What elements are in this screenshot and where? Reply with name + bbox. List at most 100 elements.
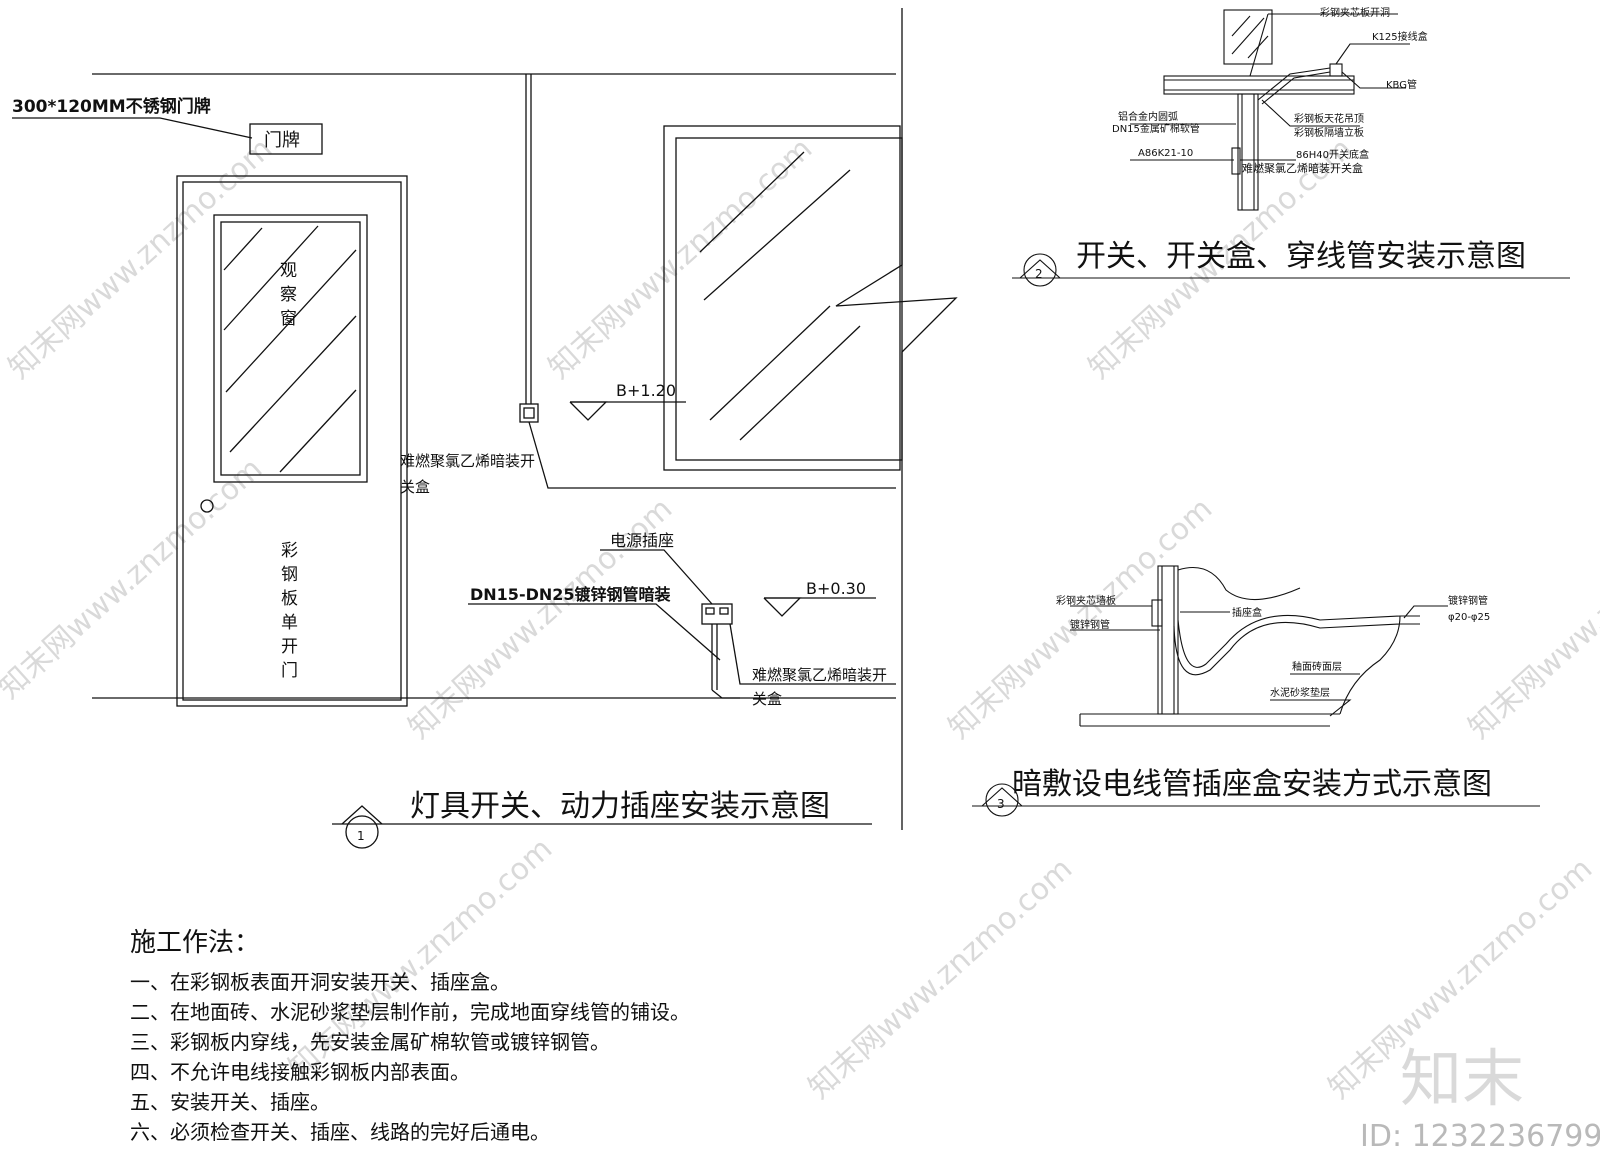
label-galv-1: 镀锌钢管 xyxy=(1448,594,1488,607)
number-circle xyxy=(345,815,379,849)
window-text: 观 察 窗 xyxy=(280,261,302,329)
door-char: 开 xyxy=(281,637,298,657)
leader xyxy=(1249,13,1269,77)
figure-1-title: 灯具开关、动力插座安装示意图 xyxy=(410,789,830,824)
label-a86: A86K21-10 xyxy=(1138,148,1193,159)
label-al-1: 铝合金内圆弧 xyxy=(1118,110,1178,123)
figure-3-title: 暗敷设电线管插座盒安装方式示意图 xyxy=(1012,767,1492,802)
label-hole: 彩钢夹芯板开洞 xyxy=(1320,6,1390,19)
construction-notes: 施工作法： 一、在彩钢板表面开洞安装开关、插座盒。 二、在地面砖、水泥砂浆垫层制… xyxy=(130,922,690,1147)
window-char: 观 xyxy=(280,261,297,281)
glass-hatch xyxy=(225,249,357,393)
label-k125: K125接线盒 xyxy=(1372,30,1428,43)
number-triangle xyxy=(341,805,383,825)
socket-box-leader xyxy=(729,623,896,685)
note-item: 二、在地面砖、水泥砂浆垫层制作前，完成地面穿线管的铺设。 xyxy=(130,1000,690,1024)
socket-hole xyxy=(719,607,729,615)
watermark-text: 知末网www.znzmo.com xyxy=(0,451,269,706)
plate-text: 门牌 xyxy=(264,130,300,151)
label-86h40: 86H40开关底盒 xyxy=(1296,148,1369,161)
door-text: 彩 钢 板 单 开 门 xyxy=(281,541,303,681)
figure-2-title: 开关、开关盒、穿线管安装示意图 xyxy=(1076,239,1526,274)
elevation-marker xyxy=(569,401,608,421)
door-frame-outer xyxy=(176,175,408,707)
brand-stamp: 知末 ID: 1232236799 xyxy=(1360,1042,1600,1154)
figure-2-number: 2 xyxy=(1035,267,1043,281)
label-kbg: KBG管 xyxy=(1386,78,1417,91)
socket-box-label-1: 难燃聚氯乙烯暗装开 xyxy=(752,666,887,684)
leader xyxy=(1335,43,1410,65)
leader xyxy=(1403,605,1448,619)
note-item: 四、不允许电线接触彩钢板内部表面。 xyxy=(130,1060,470,1084)
note-item: 一、在彩钢板表面开洞安装开关、插座盒。 xyxy=(130,970,510,994)
glass-hatch xyxy=(223,227,263,271)
floor-conduit xyxy=(1173,621,1401,676)
leader xyxy=(1261,99,1360,127)
wall-glass-hatch xyxy=(703,169,851,301)
glass-hatch xyxy=(223,225,319,331)
switch-elevation: B+1.20 xyxy=(616,381,676,400)
kbg-conduit xyxy=(1257,67,1331,101)
switch-plate xyxy=(523,407,535,419)
switch-box-label-2: 关盒 xyxy=(400,478,430,496)
hatch xyxy=(1231,17,1265,55)
wall-glass-hatch xyxy=(739,325,861,441)
floor-break-curve xyxy=(1339,615,1401,715)
door-knob xyxy=(200,499,214,513)
socket-conduit-bend xyxy=(711,689,740,699)
figure-2 xyxy=(1012,9,1570,287)
switch-box xyxy=(519,403,539,423)
break-curve xyxy=(1177,566,1301,601)
number-circle xyxy=(985,783,1019,817)
switch-box-label-1: 难燃聚氯乙烯暗装开 xyxy=(400,452,535,470)
glass-hatch xyxy=(279,389,357,473)
junction-box xyxy=(1329,63,1343,77)
pipe-leader xyxy=(468,603,721,661)
socket-box-label-2: 关盒 xyxy=(752,690,782,708)
door-char: 彩 xyxy=(281,541,298,561)
label-mortar: 水泥砂浆垫层 xyxy=(1270,686,1330,699)
label-tile: 釉面砖面层 xyxy=(1292,660,1342,673)
leader xyxy=(1341,71,1406,89)
wall-glass-hatch xyxy=(699,151,805,253)
label-pipe: 镀锌钢管 xyxy=(1070,618,1110,631)
socket-box xyxy=(1151,599,1163,627)
label-socket: 插座盒 xyxy=(1232,606,1262,619)
switch-box xyxy=(1231,147,1241,175)
note-item: 六、必须检查开关、插座、线路的完好后通电。 xyxy=(130,1120,550,1144)
label-pvc: 难燃聚氯乙烯暗装开关盒 xyxy=(1242,161,1363,175)
door-char: 板 xyxy=(281,589,298,609)
window-char: 察 xyxy=(280,285,297,305)
number-triangle xyxy=(981,787,1023,807)
socket-label: 电源插座 xyxy=(610,531,674,550)
door-frame-inner xyxy=(182,181,402,701)
number-triangle xyxy=(1019,259,1061,279)
door-plate xyxy=(249,123,323,155)
socket-leader xyxy=(600,549,713,605)
image-id: ID: 1232236799 xyxy=(1360,1119,1600,1154)
label-galv-2: φ20-φ25 xyxy=(1448,612,1490,623)
figure-2-text: 彩钢夹芯板开洞 K125接线盒 KBG管 铝合金内圆弧 DN15金属矿棉软管 彩… xyxy=(1035,6,1526,281)
watermark-text: 知末网www.znzmo.com xyxy=(542,131,819,386)
floor-conduit xyxy=(1177,614,1401,668)
watermark-text: 知末网www.znzmo.com xyxy=(802,851,1079,1106)
door-char: 单 xyxy=(281,613,298,633)
number-circle xyxy=(1023,253,1057,287)
label-al-2: DN15金属矿棉软管 xyxy=(1112,122,1200,135)
door-window-inner xyxy=(220,221,361,476)
figure-3-number: 3 xyxy=(997,797,1005,811)
socket-elevation: B+0.30 xyxy=(806,579,866,598)
watermark-text: 知末网www.znzmo.com xyxy=(402,491,679,746)
figure-3-text: 彩钢夹芯墙板 镀锌钢管 插座盒 镀锌钢管 φ20-φ25 釉面砖面层 水泥砂浆垫… xyxy=(997,594,1492,811)
door-window-outer xyxy=(213,214,368,483)
wall-glass-hatch xyxy=(709,305,831,421)
label-ceiling-2: 彩钢板隔墙立板 xyxy=(1294,126,1364,139)
glass-hatch xyxy=(229,315,357,453)
hatch xyxy=(1231,15,1251,37)
wall-window-inner xyxy=(675,137,903,461)
brand-text: 知末 xyxy=(1400,1042,1524,1115)
elevation-marker xyxy=(763,597,802,617)
ceiling-panel xyxy=(1163,75,1355,95)
figure-1-text: 300*120MM不锈钢门牌 门牌 观 察 窗 彩 钢 板 单 开 门 B+1.… xyxy=(12,96,887,843)
note-item: 三、彩钢板内穿线，先安装金属矿棉软管或镀锌钢管。 xyxy=(130,1030,610,1054)
